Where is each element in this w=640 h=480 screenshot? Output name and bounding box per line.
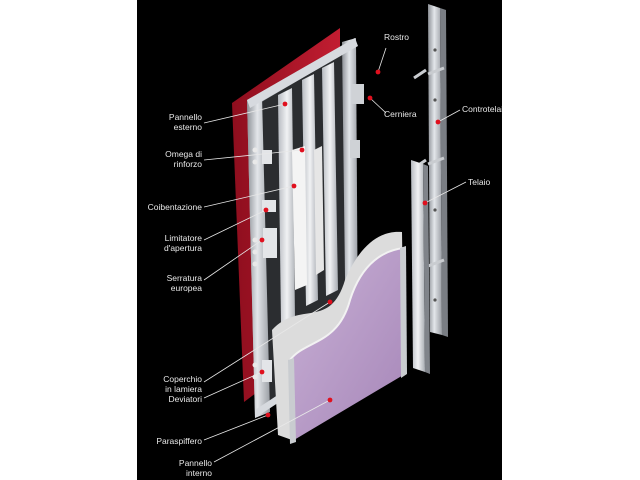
label-paraspiffero: Paraspiffero (156, 436, 202, 446)
frame-rail-shape (411, 160, 430, 374)
label-coibentazione: Coibentazione (147, 202, 202, 212)
inner-panel-shape (272, 231, 407, 444)
counterframe-shape (413, 4, 448, 337)
label-coperchio-in-lamiera: Coperchio in lamiera (163, 374, 202, 394)
label-omega-di-rinforzo: Omega di rinforzo (165, 149, 202, 169)
label-pannello-interno: Pannello interno (178, 458, 212, 478)
label-rostro: Rostro (384, 32, 410, 42)
leader-lines (203, 47, 467, 463)
label-controtelaio: Controtelaio (462, 104, 502, 114)
label-serratura-europea: Serratura europea (166, 273, 202, 293)
callout-markers (259, 69, 441, 418)
label-telaio: Telaio (468, 177, 491, 187)
label-cerniera: Cerniera (384, 109, 417, 119)
label-deviatori: Deviatori (168, 394, 202, 404)
label-pannello-esterno: Pannello esterno (168, 112, 202, 132)
label-limitatore-apertura: Limitatore d'apertura (163, 233, 202, 253)
